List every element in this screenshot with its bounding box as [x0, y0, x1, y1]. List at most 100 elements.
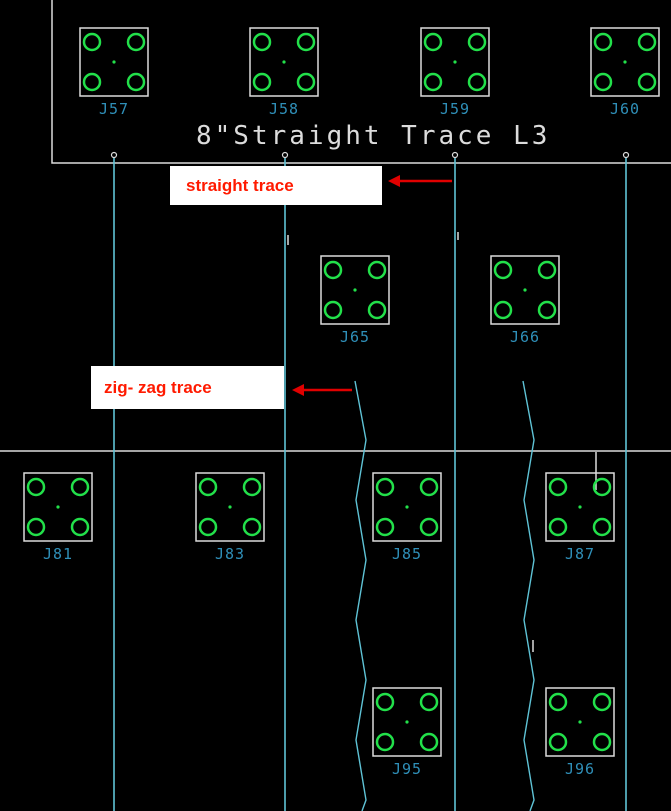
- pad-3: [493, 300, 513, 320]
- pad-center: [112, 60, 116, 64]
- pad-3: [593, 72, 613, 92]
- footprint-outline: [23, 472, 93, 542]
- pad-1: [375, 477, 395, 497]
- pad-4: [126, 72, 146, 92]
- connector-label: J59: [440, 100, 470, 118]
- pad-3: [198, 517, 218, 537]
- footprint-outline: [590, 27, 660, 97]
- pad-center: [282, 60, 286, 64]
- pad-2: [126, 32, 146, 52]
- pad-2: [296, 32, 316, 52]
- pad-3: [548, 517, 568, 537]
- pad-1: [323, 260, 343, 280]
- footprint-outline: [490, 255, 560, 325]
- connector-label: J83: [215, 545, 245, 563]
- footprint-outline: [195, 472, 265, 542]
- footprint-outline: [372, 472, 442, 542]
- pad-4: [296, 72, 316, 92]
- pad-2: [592, 692, 612, 712]
- pad-center: [523, 288, 527, 292]
- pad-1: [548, 477, 568, 497]
- pad-center: [578, 720, 582, 724]
- pad-3: [548, 732, 568, 752]
- pad-4: [592, 732, 612, 752]
- connector-label: J81: [43, 545, 73, 563]
- footprint-outline: [79, 27, 149, 97]
- pad-2: [637, 32, 657, 52]
- connector-j65: J65: [320, 255, 390, 346]
- pad-3: [323, 300, 343, 320]
- pad-4: [419, 517, 439, 537]
- pad-2: [367, 260, 387, 280]
- callout-zigzag-arrow-head: [292, 384, 304, 396]
- callout-straight-label: straight trace: [186, 176, 294, 195]
- footprint-outline: [320, 255, 390, 325]
- zigzag-traces: [354, 380, 535, 811]
- pad-1: [26, 477, 46, 497]
- pad-2: [537, 260, 557, 280]
- pad-4: [592, 517, 612, 537]
- connector-label: J57: [99, 100, 129, 118]
- pad-center: [56, 505, 60, 509]
- pad-3: [252, 72, 272, 92]
- pad-center: [623, 60, 627, 64]
- board-title: 8"Straight Trace L3: [196, 121, 550, 151]
- callout-straight-box: [170, 166, 382, 205]
- trace-vias: [110, 151, 630, 159]
- connector-j87: J87: [545, 472, 615, 563]
- footprint-outline: [545, 472, 615, 542]
- zigzag-trace-j65: [354, 380, 367, 811]
- connector-label: J95: [392, 760, 422, 778]
- pad-2: [467, 32, 487, 52]
- board-outline-top: [51, 0, 671, 164]
- pad-2: [592, 477, 612, 497]
- connector-j57: J57: [79, 27, 149, 118]
- trace-break-marks: [287, 232, 597, 652]
- connector-j58: J58: [249, 27, 319, 118]
- pad-4: [419, 732, 439, 752]
- callout-zigzag-box: [91, 366, 284, 409]
- pad-3: [375, 517, 395, 537]
- pad-4: [70, 517, 90, 537]
- pad-center: [405, 505, 409, 509]
- via-j57: [110, 151, 118, 159]
- connector-label: J85: [392, 545, 422, 563]
- pad-1: [252, 32, 272, 52]
- connector-j59: J59: [420, 27, 490, 118]
- footprint-outline: [249, 27, 319, 97]
- footprint-outline: [420, 27, 490, 97]
- pad-center: [578, 505, 582, 509]
- callout-straight-trace: straight trace: [170, 166, 452, 205]
- pad-center: [228, 505, 232, 509]
- pad-1: [82, 32, 102, 52]
- callout-zigzag-trace: zig- zag trace: [91, 366, 352, 409]
- connector-j66: J66: [490, 255, 560, 346]
- connector-label: J65: [340, 328, 370, 346]
- footprint-outline: [545, 687, 615, 757]
- via-j59: [451, 151, 459, 159]
- connector-j60: J60: [590, 27, 660, 118]
- pad-3: [82, 72, 102, 92]
- pad-2: [419, 692, 439, 712]
- connector-label: J58: [269, 100, 299, 118]
- connector-label: J87: [565, 545, 595, 563]
- zigzag-trace-j66: [522, 380, 535, 811]
- straight-traces: [113, 157, 627, 811]
- pad-4: [242, 517, 262, 537]
- connector-j96: J96: [545, 687, 615, 778]
- pad-3: [375, 732, 395, 752]
- pad-4: [367, 300, 387, 320]
- callout-straight-arrow-head: [388, 175, 400, 187]
- connector-label: J96: [565, 760, 595, 778]
- pad-1: [375, 692, 395, 712]
- pad-3: [423, 72, 443, 92]
- pad-center: [353, 288, 357, 292]
- connector-j83: J83: [195, 472, 265, 563]
- pad-2: [242, 477, 262, 497]
- connector-label: J60: [610, 100, 640, 118]
- pad-4: [467, 72, 487, 92]
- pad-1: [548, 692, 568, 712]
- callout-zigzag-label: zig- zag trace: [104, 378, 212, 397]
